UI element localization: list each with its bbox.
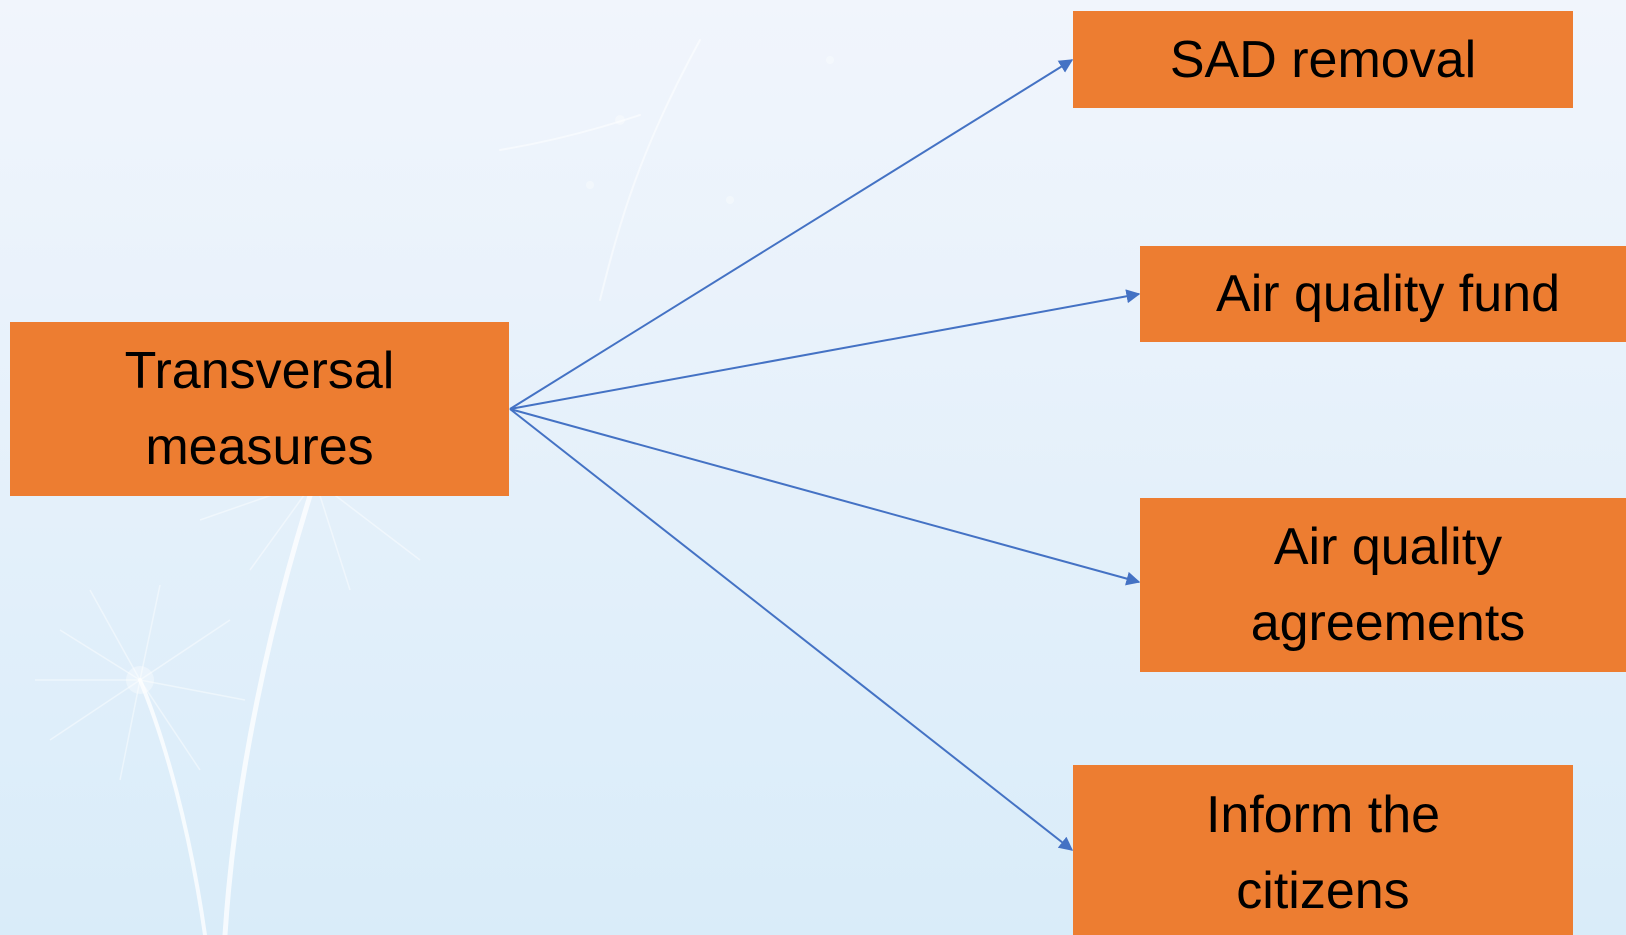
node-inform-the-citizens: Inform the citizens xyxy=(1073,765,1573,935)
arrow-to-air-quality-agreements xyxy=(509,408,1141,586)
node-sad-removal: SAD removal xyxy=(1073,11,1573,108)
node-transversal-measures: Transversal measures xyxy=(10,322,509,496)
arrow-to-air-quality-fund xyxy=(509,289,1141,410)
node-air-quality-fund: Air quality fund xyxy=(1140,246,1626,342)
arrow-to-sad-removal xyxy=(509,59,1074,410)
arrow-to-inform-the-citizens xyxy=(509,408,1074,851)
node-air-quality-agreements: Air quality agreements xyxy=(1140,498,1626,672)
